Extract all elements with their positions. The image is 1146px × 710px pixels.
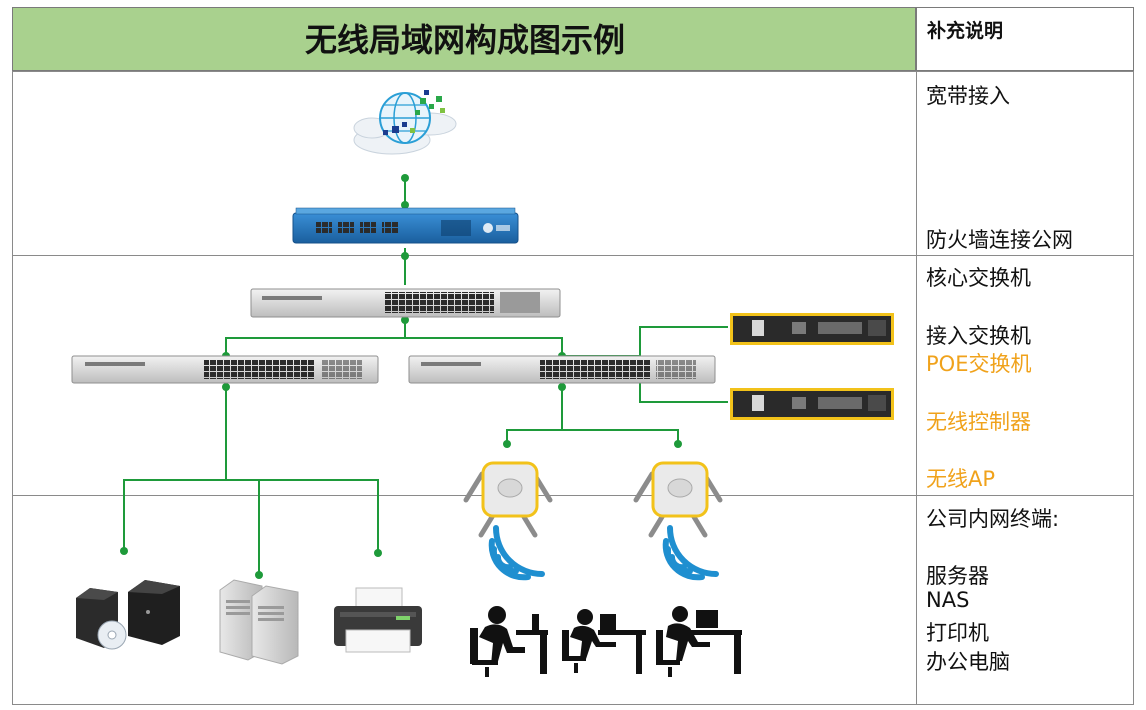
note-pc: 办公电脑 [926,650,1010,674]
wireless-controller-2-icon [730,388,894,420]
server-icon [76,580,180,650]
wifi-signal-1-icon [488,525,545,581]
internet-cloud-icon [353,90,457,155]
nas-icon [219,579,299,665]
header-bar: 无线局域网构成图示例 [12,7,916,71]
diagram-title: 无线局域网构成图示例 [304,21,625,59]
wireless-controller-1-icon [730,313,894,345]
poe-switch-icon [408,355,716,384]
firewall-icon [292,207,519,244]
core-switch-icon [250,288,561,318]
note-terminals: 公司内网终端: [926,507,1060,531]
note-wireless-ap: 无线AP [926,467,996,491]
note-broadband: 宽带接入 [926,84,1010,108]
notes-header: 补充说明 [916,7,1134,71]
notes-header-label: 补充说明 [927,20,1004,42]
notes-column-divider [916,71,917,705]
row-terminals [12,495,1134,705]
access-switch-left-icon [71,355,379,384]
wireless-ap-2-icon [633,461,723,538]
note-nas: NAS [926,588,970,612]
note-poe-switch: POE交换机 [926,352,1032,376]
network-diagram [71,90,894,677]
note-wireless-controller: 无线控制器 [926,410,1031,434]
office-pc-users-icon [470,606,742,677]
note-core-switch: 核心交换机 [926,266,1031,290]
wifi-signal-2-icon [662,525,719,581]
note-firewall: 防火墙连接公网 [926,228,1073,252]
note-servers: 服务器 [926,564,989,588]
note-access-switch: 接入交换机 [926,324,1031,348]
note-printer: 打印机 [926,621,989,645]
printer-icon [334,587,422,653]
wireless-ap-1-icon [463,461,553,538]
